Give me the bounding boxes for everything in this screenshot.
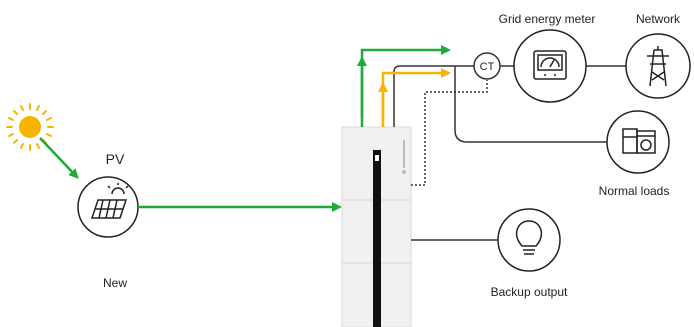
ct-label: CT xyxy=(480,61,495,73)
normal-loads-node xyxy=(606,110,670,174)
backup-label: Backup output xyxy=(490,285,568,299)
grid-flow-yellow xyxy=(381,68,451,127)
power-tower-icon xyxy=(647,46,669,87)
wiring xyxy=(393,65,626,241)
backup-node xyxy=(497,208,561,272)
network-label: Network xyxy=(635,12,681,26)
pv-label: PV xyxy=(105,151,125,167)
network-node xyxy=(625,33,691,99)
pv-caption: New xyxy=(102,276,128,290)
solar-panel-icon xyxy=(90,183,129,219)
sun-icon xyxy=(6,103,54,151)
ct-node xyxy=(473,52,501,80)
washing-machine-icon xyxy=(622,128,656,154)
pv-node xyxy=(77,176,139,238)
grid-meter-node xyxy=(513,29,587,103)
inverter-grid-flow-green xyxy=(360,45,451,127)
grid-meter-label: Grid energy meter xyxy=(498,12,596,26)
normal-loads-label: Normal loads xyxy=(598,184,670,198)
meter-gauge-icon xyxy=(533,50,567,80)
inverter-battery-unit xyxy=(341,126,412,327)
inverter-screen xyxy=(375,155,379,161)
sun-to-pv-flow xyxy=(39,137,79,179)
inverter-display-strip xyxy=(373,150,381,327)
light-bulb-icon xyxy=(515,220,543,255)
